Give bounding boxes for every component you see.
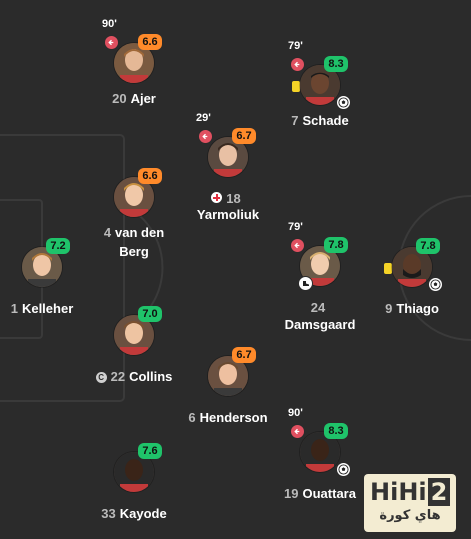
watermark-arabic: هاي كورة (379, 508, 441, 523)
player-rating: 7.0 (138, 306, 162, 322)
player-number: 24 (310, 300, 326, 315)
player-rating: 6.6 (138, 168, 162, 184)
sub-time: 90' (102, 18, 117, 30)
football-icon (336, 462, 351, 477)
player-rating: 7.8 (324, 237, 348, 253)
sub-time: 79' (288, 40, 303, 52)
football-icon (336, 95, 351, 110)
player-rating: 7.8 (416, 238, 440, 254)
sub-time: 79' (288, 221, 303, 233)
sub-time: 90' (288, 407, 303, 419)
player-rating: 7.6 (138, 443, 162, 459)
player-name: Damsgaard (284, 317, 356, 332)
arrow-left-icon (198, 129, 213, 144)
player-damsgaard[interactable]: 79' 7.8 24 Damsgaard (285, 221, 356, 332)
player-rating: 8.3 (324, 423, 348, 439)
player-rating: 7.2 (46, 238, 70, 254)
arrow-left-icon (290, 424, 305, 439)
player-name-number: 18 (158, 191, 298, 207)
player-name: Yarmoliuk (196, 207, 260, 222)
yellow-card-icon (292, 81, 300, 92)
player-yarmoliuk[interactable]: 29' 6.7 18 Yarmoliuk (196, 112, 259, 222)
injury-cross-icon (211, 192, 223, 203)
player-name-line2: Berg (119, 244, 149, 259)
captain-badge-icon: C (95, 372, 107, 383)
sub-time: 29' (196, 112, 211, 124)
player-rating: 6.7 (232, 347, 256, 363)
player-rating: 6.6 (138, 34, 162, 50)
player-rating: 6.7 (232, 128, 256, 144)
football-icon (428, 277, 443, 292)
arrow-left-icon (290, 57, 305, 72)
boot-icon (298, 276, 313, 291)
yellow-card-icon (384, 263, 392, 274)
player-rating: 8.3 (324, 56, 348, 72)
player-avatar (300, 65, 340, 105)
arrow-left-icon (290, 238, 305, 253)
arrow-left-icon (104, 35, 119, 50)
